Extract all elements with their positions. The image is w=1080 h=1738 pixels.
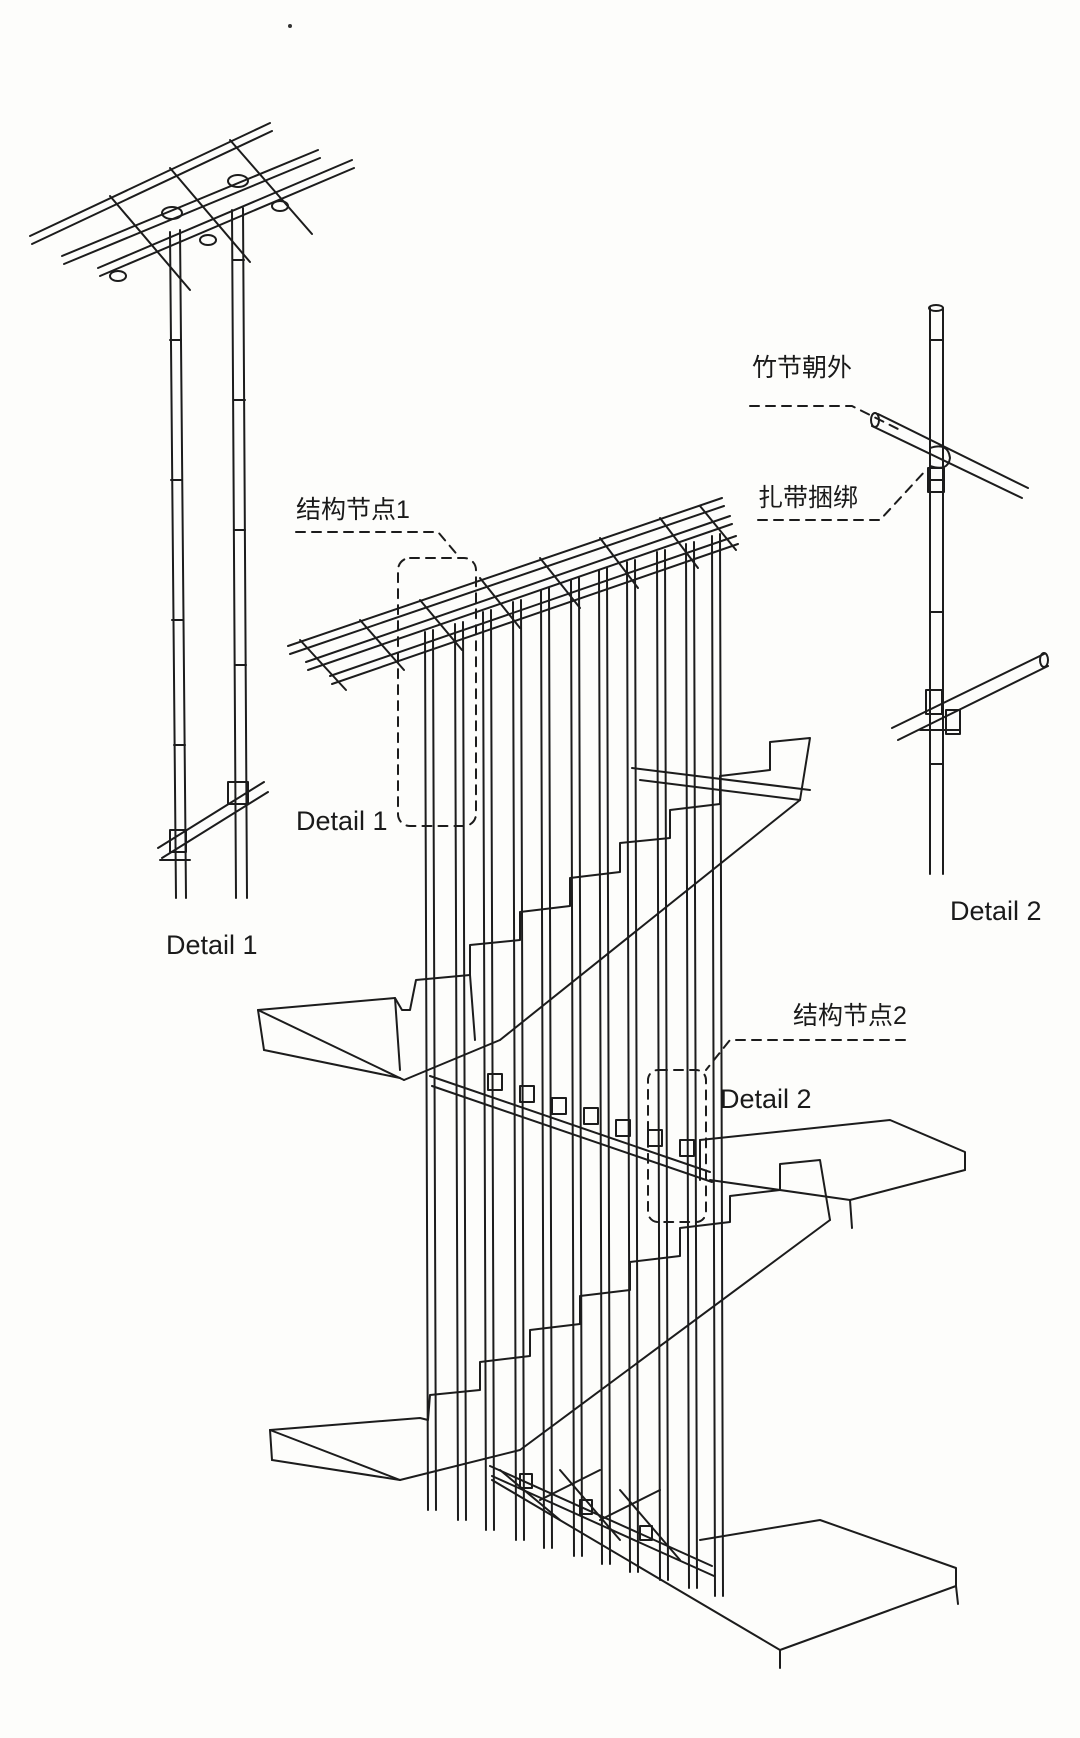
bottom-beam [489,1465,715,1577]
detail1-callout-box [397,557,477,827]
callouts [295,405,927,1223]
detail1-top-grid [29,122,355,291]
detail2-illustration [870,304,1049,875]
tie-binding-label: 扎带捆绑 [758,484,859,512]
middle-beam [429,1073,713,1183]
detail2-right-label: Detail 2 [950,896,1042,926]
detail1-illustration [29,122,355,899]
joint-out-leader [749,405,901,431]
detail1-main-label: Detail 1 [296,806,388,836]
lower-stair-flight [269,1159,831,1481]
detail1-poles [169,207,248,899]
node2-leader [705,1039,906,1071]
hanging-poles [424,533,724,1597]
tie-binding-leader [757,469,927,521]
main-staircase [257,497,966,1669]
right-landing [699,1119,966,1229]
node1-leader [295,531,461,559]
node2-label: 结构节点2 [793,1002,907,1030]
detail1-lower-crossbar [157,781,269,861]
detail2-callout-box [647,1069,707,1223]
ceiling-lattice [287,497,739,691]
upper-stair-flight [257,737,811,1081]
detail2-pole [928,304,944,875]
bottom-floor-slab [491,1479,959,1669]
node1-label: 结构节点1 [296,496,410,524]
bamboo-joint-out-label: 竹节朝外 [752,354,853,382]
detail2-lower-crossbar [891,652,1049,741]
detail1-left-label: Detail 1 [166,930,258,960]
detail2-upper-crossbar [870,412,1029,499]
detail2-main-label: Detail 2 [720,1084,812,1114]
paper-speck [288,24,292,28]
